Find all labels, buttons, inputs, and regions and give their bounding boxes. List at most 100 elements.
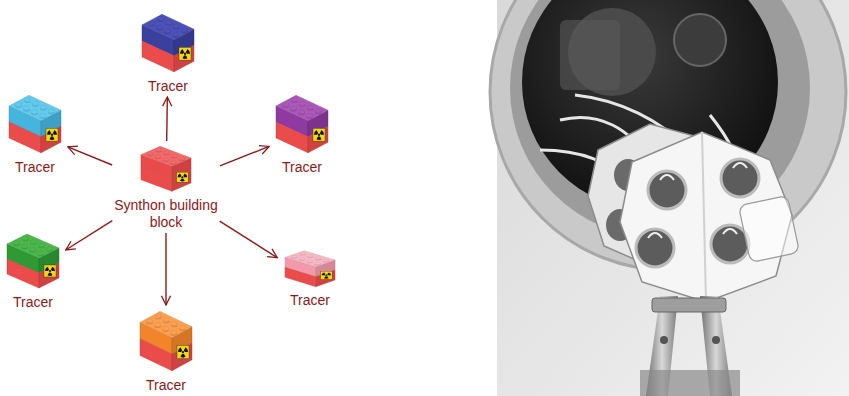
radiation-blade bbox=[320, 130, 324, 135]
radiation-center bbox=[182, 351, 184, 353]
brick-stud bbox=[171, 155, 178, 158]
node-label: Tracer bbox=[15, 159, 55, 176]
brick-stud bbox=[323, 260, 330, 263]
brick-stud bbox=[323, 259, 330, 262]
brick-face bbox=[276, 122, 308, 153]
brick-stud bbox=[163, 318, 170, 322]
radiation-symbol bbox=[177, 346, 189, 359]
brick-face bbox=[9, 95, 61, 121]
brick-stud bbox=[21, 244, 28, 248]
photo-shape bbox=[674, 14, 726, 66]
brick-face bbox=[7, 234, 59, 258]
radiation-blade bbox=[183, 55, 188, 59]
photo-shape bbox=[648, 233, 662, 238]
brick-stud bbox=[155, 156, 162, 159]
brick-stud bbox=[154, 322, 161, 326]
brick-stud bbox=[38, 243, 45, 247]
radiation-blade bbox=[327, 272, 331, 275]
radiation-symbol bbox=[44, 265, 56, 277]
brick-stud bbox=[13, 241, 20, 245]
brick-face bbox=[140, 339, 172, 371]
brick-stud bbox=[306, 113, 313, 117]
brick-stud bbox=[307, 254, 314, 257]
radiation-blade bbox=[186, 49, 190, 54]
brick-stud bbox=[162, 159, 169, 162]
radiation-blade bbox=[180, 178, 185, 181]
photo-shape bbox=[560, 20, 620, 90]
photo-shape bbox=[733, 163, 747, 168]
radiation-square bbox=[321, 271, 333, 279]
arrow-connector bbox=[220, 221, 278, 258]
radiation-symbol bbox=[321, 271, 333, 279]
tracer-brick-node: Tracer bbox=[135, 307, 197, 394]
arrow-connector bbox=[166, 97, 168, 141]
tracer-brick-node: Tracer bbox=[279, 248, 341, 309]
brick-stud bbox=[22, 236, 29, 240]
radiation-blade bbox=[184, 347, 188, 352]
photo-shape bbox=[648, 171, 686, 209]
node-label: Tracer bbox=[148, 78, 188, 95]
brick-stud bbox=[171, 321, 178, 325]
radiation-blade bbox=[178, 174, 182, 178]
brick-face bbox=[9, 122, 41, 153]
brick-stud bbox=[48, 109, 55, 113]
brick-stud bbox=[299, 252, 306, 255]
brick-stud bbox=[291, 98, 298, 102]
brick-stud bbox=[148, 21, 155, 25]
tracer-brick-node: Tracer bbox=[2, 230, 64, 311]
radiation-blade bbox=[180, 49, 184, 54]
brick-stud bbox=[31, 110, 38, 114]
photo-shape bbox=[739, 195, 800, 262]
brick-stud bbox=[315, 258, 322, 261]
brick-stud bbox=[157, 17, 164, 21]
brick-stud bbox=[282, 102, 289, 106]
brick-stud bbox=[179, 157, 186, 160]
photo-shape bbox=[660, 175, 674, 180]
radiation-blade bbox=[50, 136, 55, 140]
brick-stud bbox=[299, 253, 306, 256]
radiation-center bbox=[184, 53, 186, 55]
brick-stud bbox=[170, 330, 177, 334]
radiation-symbol bbox=[46, 128, 58, 141]
brick-stud bbox=[162, 158, 169, 161]
brick-stud bbox=[147, 152, 154, 155]
radiation-blade bbox=[314, 130, 318, 135]
radiation-blade bbox=[53, 130, 57, 135]
node-label: Synthon building block bbox=[114, 197, 218, 231]
brick-stud bbox=[155, 155, 162, 158]
brick-stud bbox=[39, 113, 46, 117]
radiation-square bbox=[177, 172, 189, 182]
node-label: Tracer bbox=[282, 159, 322, 176]
brick-stud bbox=[164, 29, 171, 33]
brick-face bbox=[142, 41, 174, 72]
brick-stud bbox=[306, 260, 313, 263]
radiation-symbol bbox=[177, 172, 189, 182]
radiation-center bbox=[181, 176, 183, 178]
brick-stud bbox=[163, 151, 170, 154]
brick-stud bbox=[314, 263, 321, 266]
brick-stud bbox=[172, 32, 179, 36]
brick-stud bbox=[147, 153, 154, 156]
brick-stud bbox=[170, 162, 177, 165]
node-label: Tracer bbox=[146, 377, 186, 394]
photo-shape bbox=[702, 132, 706, 302]
radiation-blade bbox=[183, 174, 187, 178]
brick-face bbox=[7, 259, 39, 288]
arrow-connector bbox=[68, 147, 112, 165]
brick-stud bbox=[315, 257, 322, 260]
radiation-center bbox=[49, 270, 51, 272]
radiation-blade bbox=[317, 136, 322, 140]
radiation-blade bbox=[324, 276, 329, 278]
synthon-brick-node: Synthon building block bbox=[114, 143, 218, 231]
brick-stud bbox=[299, 101, 306, 105]
brick-face bbox=[285, 267, 316, 286]
brick-stud bbox=[314, 262, 321, 265]
lego-brick-icon bbox=[7, 91, 63, 155]
photo-shape bbox=[640, 370, 740, 396]
radiation-center bbox=[318, 134, 320, 136]
radiation-blade bbox=[322, 272, 326, 275]
radiation-square bbox=[313, 128, 325, 141]
lego-brick-icon bbox=[138, 307, 194, 373]
